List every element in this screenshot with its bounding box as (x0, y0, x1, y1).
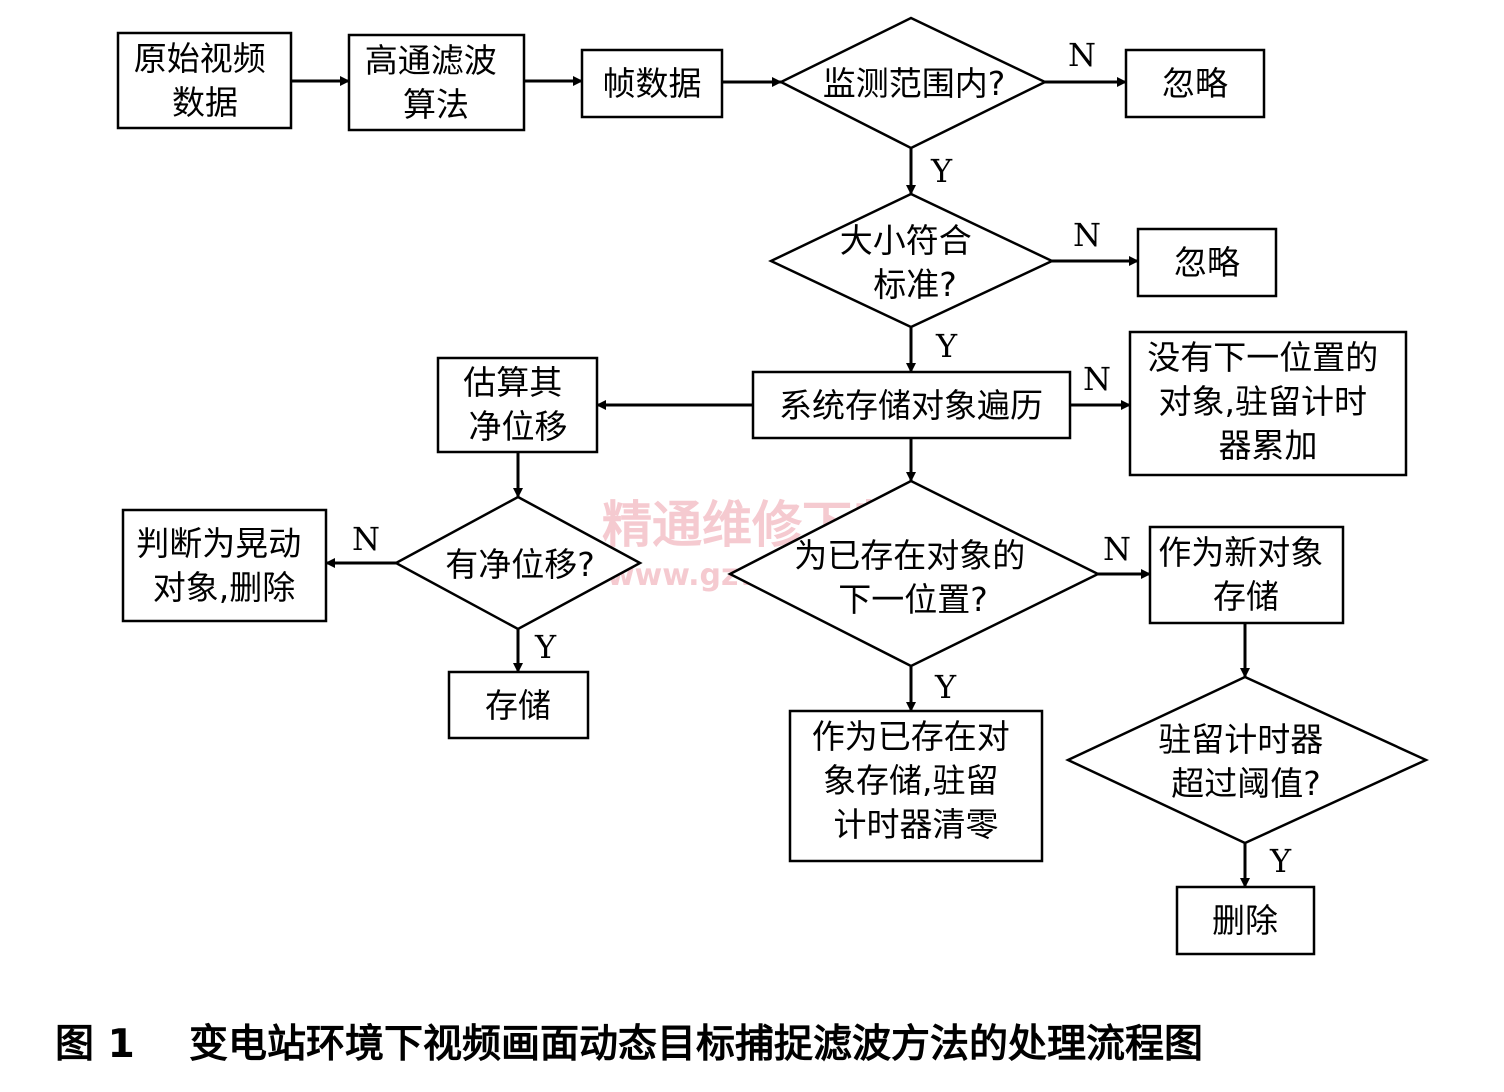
label-next-position-no: N (1103, 530, 1131, 568)
figure-caption: 图 1 变电站环境下视频画面动态目标捕捉滤波方法的处理流程图 (55, 1022, 1203, 1067)
label-timer-yes: Y (1269, 842, 1292, 880)
node-store-as-existing-object-label: 作为已存在对 象存储,驻留 计时器清零 (812, 717, 1021, 844)
label-displacement-no: N (352, 520, 380, 558)
node-raw-video-label: 原始视频 数据 (134, 39, 277, 122)
node-estimate-displacement (436, 356, 599, 454)
node-store-label: 存储 (485, 686, 551, 725)
node-in-range-label: 监测范围内? (823, 64, 1006, 103)
node-highpass-filter-label: 高通滤波 算法 (365, 41, 508, 124)
label-in-range-no: N (1068, 36, 1096, 74)
node-is-next-position-decision (727, 479, 1101, 668)
node-store-as-new-object (1148, 525, 1345, 625)
label-size-no: N (1073, 216, 1101, 254)
node-store-as-new-object-label: 作为新对象 存储 (1158, 533, 1334, 616)
node-no-next-position (1128, 330, 1408, 477)
node-shaking-object-delete-label: 判断为晃动 对象,删除 (136, 524, 312, 607)
node-timer-exceeded-decision (1065, 675, 1429, 845)
node-timer-exceeded-label: 驻留计时器 超过阈值? (1158, 720, 1334, 803)
node-ignore-1-label: 忽略 (1162, 64, 1228, 103)
label-traverse-no: N (1083, 360, 1111, 398)
node-delete-label: 删除 (1212, 901, 1278, 940)
node-store (447, 670, 590, 740)
node-store-as-existing-object (788, 709, 1044, 863)
node-has-displacement-decision (393, 495, 643, 631)
node-ignore-1 (1124, 48, 1266, 119)
label-size-yes: Y (935, 327, 958, 365)
node-shaking-object-delete (121, 508, 328, 623)
node-traverse (751, 370, 1072, 440)
node-no-next-position-label: 没有下一位置的 对象,驻留计时 器累加 (1147, 338, 1389, 465)
node-ignore-2-label: 忽略 (1174, 243, 1240, 282)
node-frame-data (580, 48, 724, 119)
node-delete (1175, 885, 1316, 956)
edges (291, 76, 1250, 888)
node-size-label: 大小符合 标准? (840, 221, 983, 304)
node-traverse-label: 系统存储对象遍历 (779, 386, 1043, 425)
node-frame-data-label: 帧数据 (603, 64, 702, 103)
label-in-range-yes: Y (930, 152, 953, 190)
node-highpass-filter (347, 33, 526, 132)
node-size-decision (768, 192, 1055, 329)
label-next-position-yes: Y (934, 668, 957, 706)
node-in-range-decision (778, 16, 1048, 150)
node-ignore-2 (1136, 227, 1278, 298)
node-raw-video (116, 31, 293, 130)
label-displacement-yes: Y (534, 628, 557, 666)
node-is-next-position-label: 为已存在对象的 下一位置? (794, 536, 1036, 619)
node-estimate-displacement-label: 估算其 净位移 (463, 363, 573, 446)
node-has-displacement-label: 有净位移? (445, 545, 595, 584)
